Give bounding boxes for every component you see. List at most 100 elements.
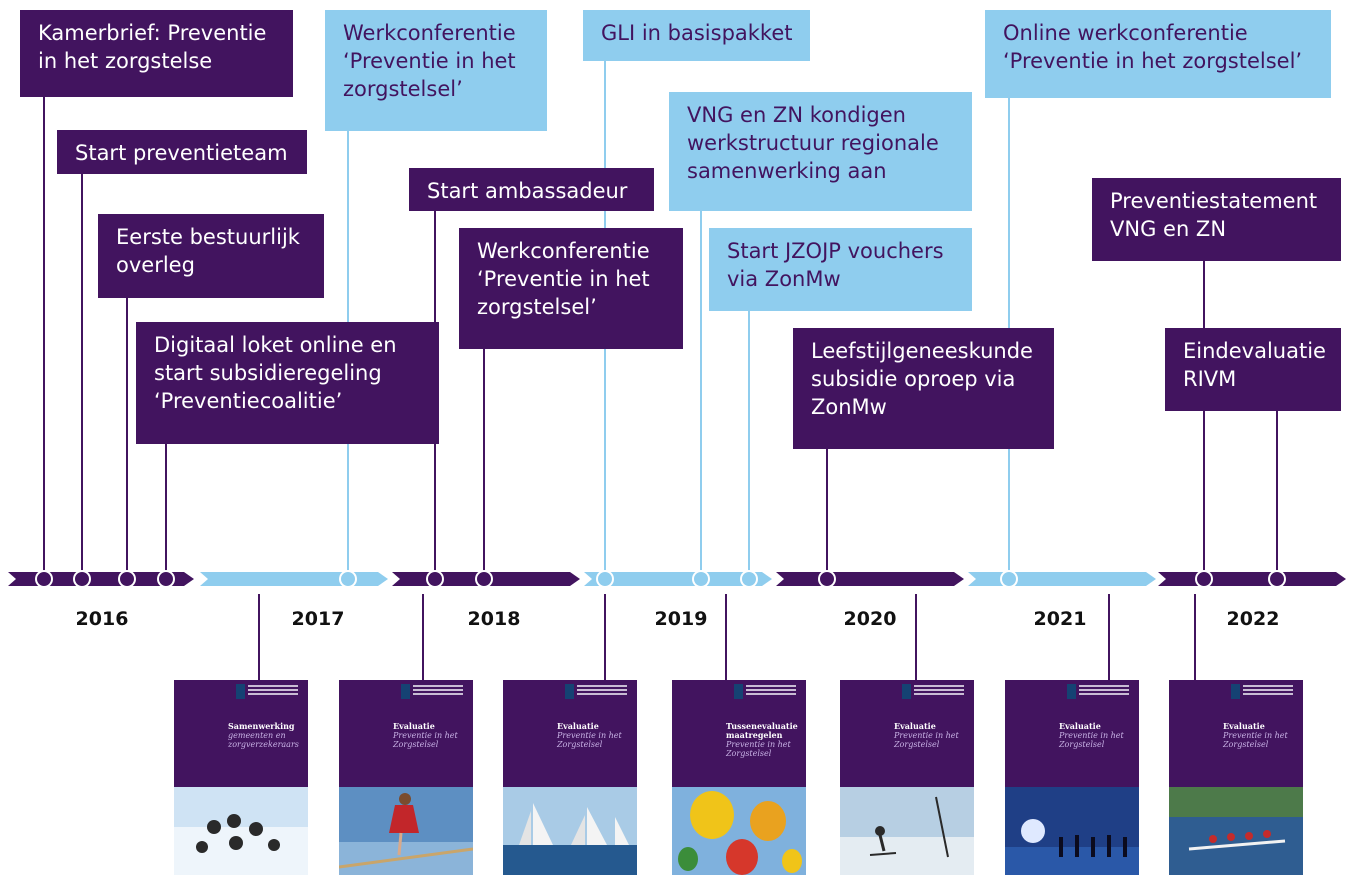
year-label-2019: 2019 (654, 608, 708, 630)
report-title: Samenwerking gemeenten en zorgverzekeraa… (228, 721, 304, 750)
event-line: ‘Preventie in het (477, 267, 650, 291)
event-line: Werkconferentie (477, 239, 650, 263)
milestone-dot (818, 570, 836, 588)
report-connector (1108, 594, 1110, 680)
event-line: ZonMw (811, 395, 887, 419)
report-title-main: Evaluatie (557, 721, 599, 731)
report-cover-2016: Samenwerking gemeenten en zorgverzekeraa… (174, 680, 308, 875)
rijksoverheid-logo (1067, 684, 1076, 699)
event-line: VNG en ZN kondigen (687, 103, 906, 127)
year-segment-2019 (584, 572, 772, 586)
report-title-main: Samenwerking (228, 721, 295, 731)
rijksoverheid-logo (734, 684, 743, 699)
report-title-sub: gemeenten en zorgverzekeraars (228, 731, 299, 749)
report-title-sub: Preventie in het Zorgstelsel (1059, 731, 1124, 749)
stem-preventieteam (81, 174, 83, 571)
event-online-werkconf: Online werkconferentie ‘Preventie in het… (985, 10, 1331, 98)
event-line: Start preventieteam (75, 141, 288, 165)
milestone-dot (426, 570, 444, 588)
event-gli: GLI in basispakket (583, 10, 810, 61)
event-line: Kamerbrief: Preventie (38, 21, 267, 45)
event-line: samenwerking aan (687, 159, 887, 183)
event-loket: Digitaal loket online en start subsidier… (136, 322, 439, 444)
year-label-2016: 2016 (75, 608, 129, 630)
event-line: Online werkconferentie (1003, 21, 1248, 45)
event-line: start subsidieregeling (154, 361, 382, 385)
event-line: Start ambassadeur (427, 179, 628, 203)
report-title-main: Tussenevaluatie maatregelen (726, 721, 798, 740)
year-segment-2021 (968, 572, 1156, 586)
report-cover-2017: Evaluatie Preventie in het Zorgstelsel (339, 680, 473, 875)
report-title: Evaluatie Preventie in het Zorgstelsel (393, 721, 469, 750)
rijksoverheid-logo (401, 684, 410, 699)
milestone-dot (157, 570, 175, 588)
event-line: via ZonMw (727, 267, 841, 291)
report-connector (725, 594, 727, 680)
year-label-2022: 2022 (1226, 608, 1280, 630)
event-leefstijl: Leefstijlgeneeskunde subsidie oproep via… (793, 328, 1054, 449)
event-jzojp: Start JZOJP vouchers via ZonMw (709, 228, 972, 311)
publisher-lines (1243, 685, 1293, 687)
report-title-sub: Preventie in het Zorgstelsel (1223, 731, 1288, 749)
sailboats-photo (503, 787, 637, 875)
event-line: Eerste bestuurlijk (116, 225, 300, 249)
event-preventieteam: Start preventieteam (57, 130, 307, 174)
event-bestuurlijk: Eerste bestuurlijk overleg (98, 214, 324, 298)
report-cover-2020: Evaluatie Preventie in het Zorgstelsel (840, 680, 974, 875)
publisher-lines (1079, 685, 1129, 687)
report-title-main: Evaluatie (393, 721, 435, 731)
report-title-main: Evaluatie (894, 721, 936, 731)
stem-kamerbrief (43, 97, 45, 571)
milestone-dot (118, 570, 136, 588)
year-segment-2022 (1158, 572, 1346, 586)
report-cover-2018: Evaluatie Preventie in het Zorgstelsel (503, 680, 637, 875)
event-line: in het zorgstelse (38, 49, 213, 73)
milestone-dot (1268, 570, 1286, 588)
skydivers-photo (174, 787, 308, 875)
year-label-2018: 2018 (467, 608, 521, 630)
report-title: Evaluatie Preventie in het Zorgstelsel (894, 721, 970, 750)
event-werkconf2018: Werkconferentie ‘Preventie in het zorgst… (459, 228, 683, 349)
event-line: zorgstelsel’ (477, 295, 597, 319)
milestone-dot (692, 570, 710, 588)
report-connector (258, 594, 260, 680)
rijksoverheid-logo (236, 684, 245, 699)
event-line: Leefstijlgeneeskunde (811, 339, 1033, 363)
event-vng-zn: VNG en ZN kondigen werkstructuur regiona… (669, 92, 972, 211)
publisher-lines (413, 685, 463, 687)
stem-vng-zn (700, 211, 702, 571)
rijksoverheid-logo (565, 684, 574, 699)
year-segment-2020 (776, 572, 964, 586)
stem-loket (165, 444, 167, 571)
stem-leefstijl (826, 449, 828, 571)
report-title-sub: Preventie in het Zorgstelsel (894, 731, 959, 749)
report-cover-2019: Tussenevaluatie maatregelen Preventie in… (672, 680, 806, 875)
report-title: Evaluatie Preventie in het Zorgstelsel (557, 721, 633, 750)
report-cover-2022: Evaluatie Preventie in het Zorgstelsel (1169, 680, 1303, 875)
year-label-2021: 2021 (1033, 608, 1087, 630)
event-line: zorgstelsel’ (343, 77, 463, 101)
kitesurfers-photo (840, 787, 974, 875)
report-title: Tussenevaluatie maatregelen Preventie in… (726, 721, 802, 759)
event-line: Digitaal loket online en (154, 333, 397, 357)
rowers-photo (1169, 787, 1303, 875)
event-ambassadeur: Start ambassadeur (409, 168, 654, 211)
rijksoverheid-logo (902, 684, 911, 699)
hot-air-balloons-photo (672, 787, 806, 875)
event-line: Preventiestatement (1110, 189, 1318, 213)
report-connector (604, 594, 606, 680)
publisher-lines (577, 685, 627, 687)
report-title-main: Evaluatie (1059, 721, 1101, 731)
milestone-dot (596, 570, 614, 588)
year-segment-2016 (8, 572, 194, 586)
event-line: Eindevaluatie (1183, 339, 1326, 363)
event-kamerbrief: Kamerbrief: Preventie in het zorgstelse (20, 10, 293, 97)
report-title: Evaluatie Preventie in het Zorgstelsel (1223, 722, 1299, 750)
event-line: Werkconferentie (343, 21, 516, 45)
milestone-dot (1195, 570, 1213, 588)
report-connector (1194, 594, 1196, 680)
stem-werkconf2018 (483, 349, 485, 571)
event-line: GLI in basispakket (601, 21, 793, 45)
milestone-dot (740, 570, 758, 588)
publisher-lines (746, 685, 796, 687)
